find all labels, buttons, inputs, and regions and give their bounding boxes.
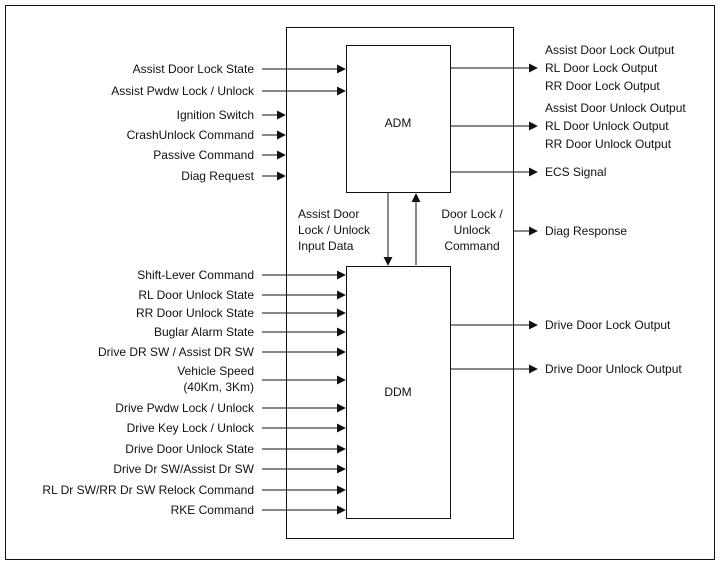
ddm-input-label: RL Door Unlock State <box>138 288 254 302</box>
ddm-input-label: Drive Pwdw Lock / Unlock <box>115 401 255 415</box>
ddm-to-adm-label: Command <box>444 239 499 253</box>
adm-output-label: Assist Door Lock Output <box>545 43 675 57</box>
ddm-to-adm-label: Unlock <box>454 223 492 237</box>
adm-label: ADM <box>385 116 412 130</box>
ddm-label: DDM <box>384 385 411 399</box>
adm-block <box>346 45 451 193</box>
ddm-input-label: Drive Door Unlock State <box>125 442 254 456</box>
adm-output-label: RR Door Lock Output <box>545 79 660 93</box>
diag-response-label: Diag Response <box>545 224 627 238</box>
adm-output-label: RL Door Unlock Output <box>545 119 669 133</box>
ddm-input-label: RR Door Unlock State <box>136 306 254 320</box>
ddm-input-label: Drive DR SW / Assist DR SW <box>98 345 255 359</box>
outer-frame <box>5 5 715 560</box>
ddm-input-label: Vehicle Speed <box>177 364 254 378</box>
ddm-to-adm-label: Door Lock / <box>441 207 503 221</box>
ddm-input-label: (40Km, 3Km) <box>183 380 254 394</box>
ddm-input-label: Buglar Alarm State <box>154 325 254 339</box>
adm-to-ddm-label: Input Data <box>298 239 354 253</box>
ddm-input-label: RL Dr SW/RR Dr SW Relock Command <box>42 483 254 497</box>
module-boundary <box>286 27 514 539</box>
ddm-input-label: Drive Dr SW/Assist Dr SW <box>113 462 254 476</box>
ddm-input-label: RKE Command <box>171 503 254 517</box>
ddm-input-label: Drive Key Lock / Unlock <box>127 421 255 435</box>
ddm-output-label: Drive Door Unlock Output <box>545 362 682 376</box>
module-input-label: Ignition Switch <box>177 108 254 122</box>
ddm-input-label: Shift-Lever Command <box>137 268 254 282</box>
adm-output-label: RL Door Lock Output <box>545 61 658 75</box>
module-input-label: CrashUnlock Command <box>127 128 254 142</box>
adm-to-ddm-label: Lock / Unlock <box>298 223 371 237</box>
adm-input-label: Assist Door Lock State <box>133 62 255 76</box>
ddm-output-label: Drive Door Lock Output <box>545 318 671 332</box>
adm-output-label: RR Door Unlock Output <box>545 137 672 151</box>
adm-input-label: Assist Pwdw Lock / Unlock <box>111 84 255 98</box>
adm-to-ddm-label: Assist Door <box>298 207 359 221</box>
module-input-label: Passive Command <box>153 148 254 162</box>
adm-output-label: Assist Door Unlock Output <box>545 101 686 115</box>
ddm-block <box>346 266 451 519</box>
ecs-signal-label: ECS Signal <box>545 165 606 179</box>
module-input-label: Diag Request <box>181 169 254 183</box>
